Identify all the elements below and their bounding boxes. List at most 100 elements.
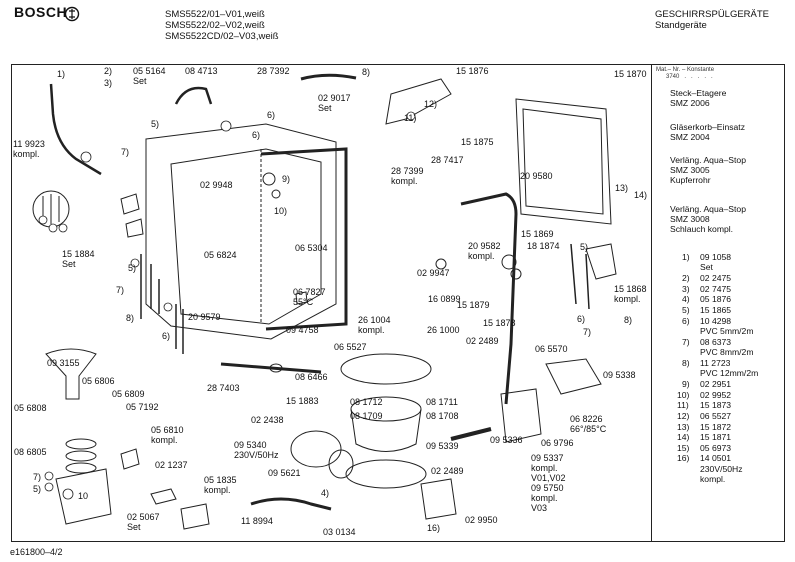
material-number-header: Mat.– Nr. – Konstante 3740 . . . . . — [656, 67, 715, 80]
part-label: 12) — [424, 99, 438, 109]
callout-6b — [163, 302, 173, 312]
part-label: 06 9796 — [541, 438, 574, 448]
legend-number: 12) — [677, 411, 690, 421]
legend-value: 02 2475 — [700, 273, 732, 284]
callout-2 — [48, 223, 58, 233]
part-label: 06 5570 — [535, 344, 568, 354]
model-line-2: SMS5522CD/02–V03,weiß — [165, 31, 279, 42]
legend-number: 10) — [677, 389, 690, 400]
part-label: 09 5338 — [603, 370, 636, 380]
part-label: 15 1869 — [521, 229, 554, 239]
part-label: 05 6824 — [204, 250, 237, 260]
panel-divider — [651, 64, 652, 542]
part-label: 09 5337 kompl. V01,V02 09 5750 kompl. V0… — [531, 453, 566, 513]
spray-arm — [220, 362, 322, 374]
part-label: 15 1884 Set — [62, 249, 95, 269]
part-label: 7) — [116, 285, 125, 295]
legend-value: 06 5527 — [700, 411, 732, 421]
legend-number: 7) — [682, 336, 690, 347]
part-label: 10 — [78, 491, 89, 501]
callout-10 — [220, 120, 232, 132]
hose-top — [174, 86, 213, 105]
part-label: 09 3155 — [47, 358, 80, 368]
diagram-frame — [11, 64, 785, 542]
seal-ring-right-2 — [510, 268, 522, 280]
funnel — [45, 348, 97, 400]
part-label: 28 7399 kompl. — [391, 166, 424, 186]
part-label: 02 9950 — [465, 515, 498, 525]
cover-plate — [545, 358, 602, 395]
hose-top-right — [300, 73, 357, 81]
part-label: 03 0134 — [323, 527, 356, 537]
part-label: 05 1835 kompl. — [204, 475, 237, 495]
part-label: 15 1870 — [614, 69, 647, 79]
category-line-1: Standgeräte — [655, 20, 707, 31]
bracket — [385, 78, 452, 125]
seal-ring-right — [501, 254, 517, 270]
callout-11 — [406, 111, 416, 121]
part-label: 02 1237 — [155, 460, 188, 470]
motor-face — [328, 449, 354, 479]
tub-inner — [170, 148, 322, 325]
part-label: 26 1004 kompl. — [358, 315, 391, 335]
legend-number: 15) — [677, 442, 690, 453]
part-label: 26 1000 — [427, 325, 460, 335]
door-panel — [515, 98, 612, 225]
legend-value: 08 6373 PVC 8mm/2m — [700, 336, 754, 357]
part-label: 09 5340 230V/50Hz — [234, 440, 279, 460]
part-label: 02 9948 — [200, 180, 233, 190]
part-label: 05 6809 — [112, 389, 145, 399]
part-label: 7) — [121, 147, 130, 157]
part-label: 09 5339 — [426, 441, 459, 451]
bosch-logo-icon — [64, 6, 80, 22]
legend-value: 09 1058 Set — [700, 252, 732, 273]
part-label: 02 9947 — [417, 268, 450, 278]
part-label: 05 5164 Set — [133, 66, 166, 86]
bracket-bottom — [180, 503, 210, 530]
legend-number: 14) — [677, 432, 690, 443]
clip-left-2 — [125, 218, 144, 238]
bracket-right-small — [585, 243, 617, 280]
legend-value: 15 1871 — [700, 432, 732, 443]
dosing-part — [120, 448, 140, 470]
model-line-0: SMS5522/01–V01,weiß — [165, 9, 265, 20]
thermostat — [295, 291, 308, 305]
part-label: 09 5621 — [268, 468, 301, 478]
part-label: 06 8226 66°/85°C — [570, 414, 607, 434]
part-label: 6) — [577, 314, 586, 324]
part-label: 5) — [151, 119, 160, 129]
part-label: 4) — [321, 488, 330, 498]
part-label: 06 5527 — [334, 342, 367, 352]
part-label: 14) — [634, 190, 648, 200]
pump-ring-1 — [65, 438, 97, 450]
legend-value: 15 1865 — [700, 305, 732, 315]
part-label: 2) — [104, 66, 113, 76]
part-label: 6) — [267, 110, 276, 120]
circulation-motor — [290, 430, 342, 468]
sump-body — [350, 408, 422, 452]
legend-value: 05 6973 — [700, 442, 732, 453]
part-label: 28 7403 — [207, 383, 240, 393]
part-label: 9) — [282, 174, 291, 184]
part-label: 05 7192 — [126, 402, 159, 412]
part-label: 05 6808 — [14, 403, 47, 413]
part-label: 08 1709 — [350, 411, 383, 421]
part-label: 5) — [33, 484, 42, 494]
clip-left — [120, 193, 140, 215]
part-label: 1) — [57, 69, 66, 79]
legend-value: 05 1876 — [700, 294, 732, 305]
inlet-pipe — [450, 427, 492, 441]
accessory-entry: Verläng. Aqua–Stop SMZ 3005 Kupferrohr — [670, 155, 746, 186]
model-line-1: SMS5522/02–V02,weiß — [165, 20, 265, 31]
legend-value: 02 7475 — [700, 283, 732, 294]
part-label: 02 2489 — [466, 336, 499, 346]
legend-value: 02 9952 — [700, 389, 732, 400]
legend-value: 02 2951 — [700, 379, 732, 390]
legend-value: 15 1873 — [700, 400, 732, 411]
part-label: 06 7827 55°C — [293, 287, 326, 307]
part-label: 20 9582 kompl. — [468, 241, 501, 261]
part-label: 02 9017 Set — [318, 93, 351, 113]
part-label: 10) — [274, 206, 288, 216]
part-label: 20 9580 — [520, 171, 553, 181]
